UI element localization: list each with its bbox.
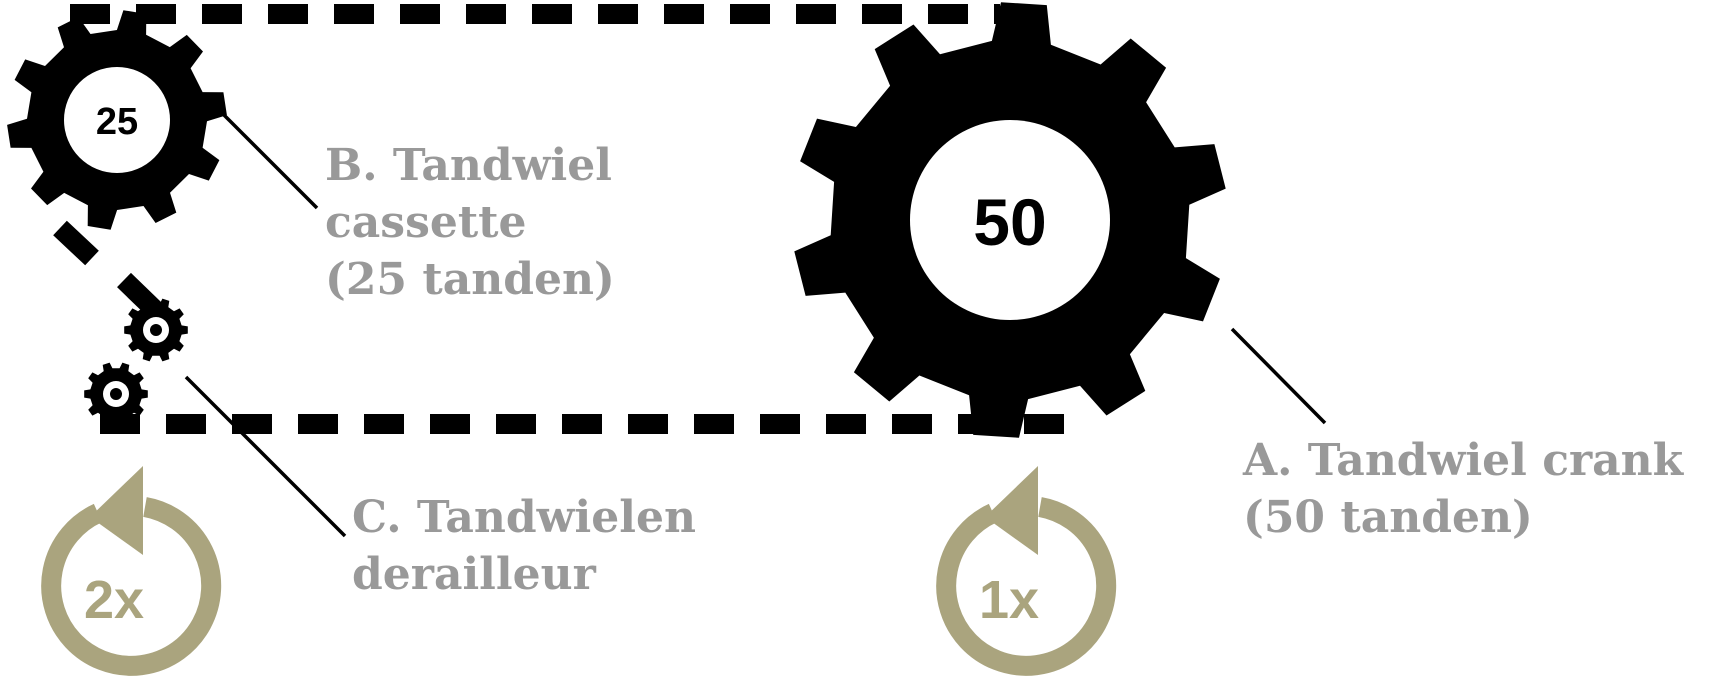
derailleur-wheel-upper	[124, 298, 188, 362]
label-derailleur-line1: C. Tandwielen	[352, 492, 696, 543]
label-derailleur: C. Tandwielen derailleur	[352, 492, 711, 600]
cassette-gear-hub	[64, 67, 170, 173]
leader-line-cassette	[220, 111, 319, 210]
rotation-arrowhead-icon	[90, 466, 143, 555]
crank-gear: 50	[794, 2, 1226, 438]
label-cassette-line2: cassette	[325, 197, 526, 248]
rotation-label-cassette: 2x	[84, 570, 144, 630]
rotation-indicator-crank: 1x	[936, 466, 1117, 676]
label-crank-line1: A. Tandwiel crank	[1242, 435, 1685, 486]
label-cassette-line3: (25 tanden)	[325, 254, 615, 305]
crank-gear-hub	[910, 120, 1110, 320]
rotation-label-crank: 1x	[979, 570, 1039, 630]
crank-gear-number: 50	[973, 185, 1046, 259]
label-cassette-line1: B. Tandwiel	[325, 140, 612, 191]
leader-line-crank	[1230, 327, 1327, 425]
label-derailleur-line2: derailleur	[352, 549, 597, 600]
label-crank: A. Tandwiel crank (50 tanden)	[1242, 435, 1698, 543]
rotate-counterclockwise-icon	[41, 497, 222, 676]
rotate-counterclockwise-icon	[936, 497, 1117, 676]
derailleur-lower-center	[110, 388, 122, 400]
cassette-gear: 25	[7, 10, 227, 230]
derailleur-wheel-lower	[84, 362, 148, 426]
cassette-gear-number: 25	[96, 101, 138, 143]
derailleur-upper-center	[150, 324, 162, 336]
rotation-arrowhead-icon	[985, 466, 1038, 555]
label-crank-line2: (50 tanden)	[1243, 492, 1533, 543]
chain-link-left-upper	[53, 220, 99, 266]
label-cassette: B. Tandwiel cassette (25 tanden)	[325, 140, 627, 305]
rotation-indicator-cassette: 2x	[41, 466, 222, 676]
leader-line-derailleur	[184, 375, 347, 538]
